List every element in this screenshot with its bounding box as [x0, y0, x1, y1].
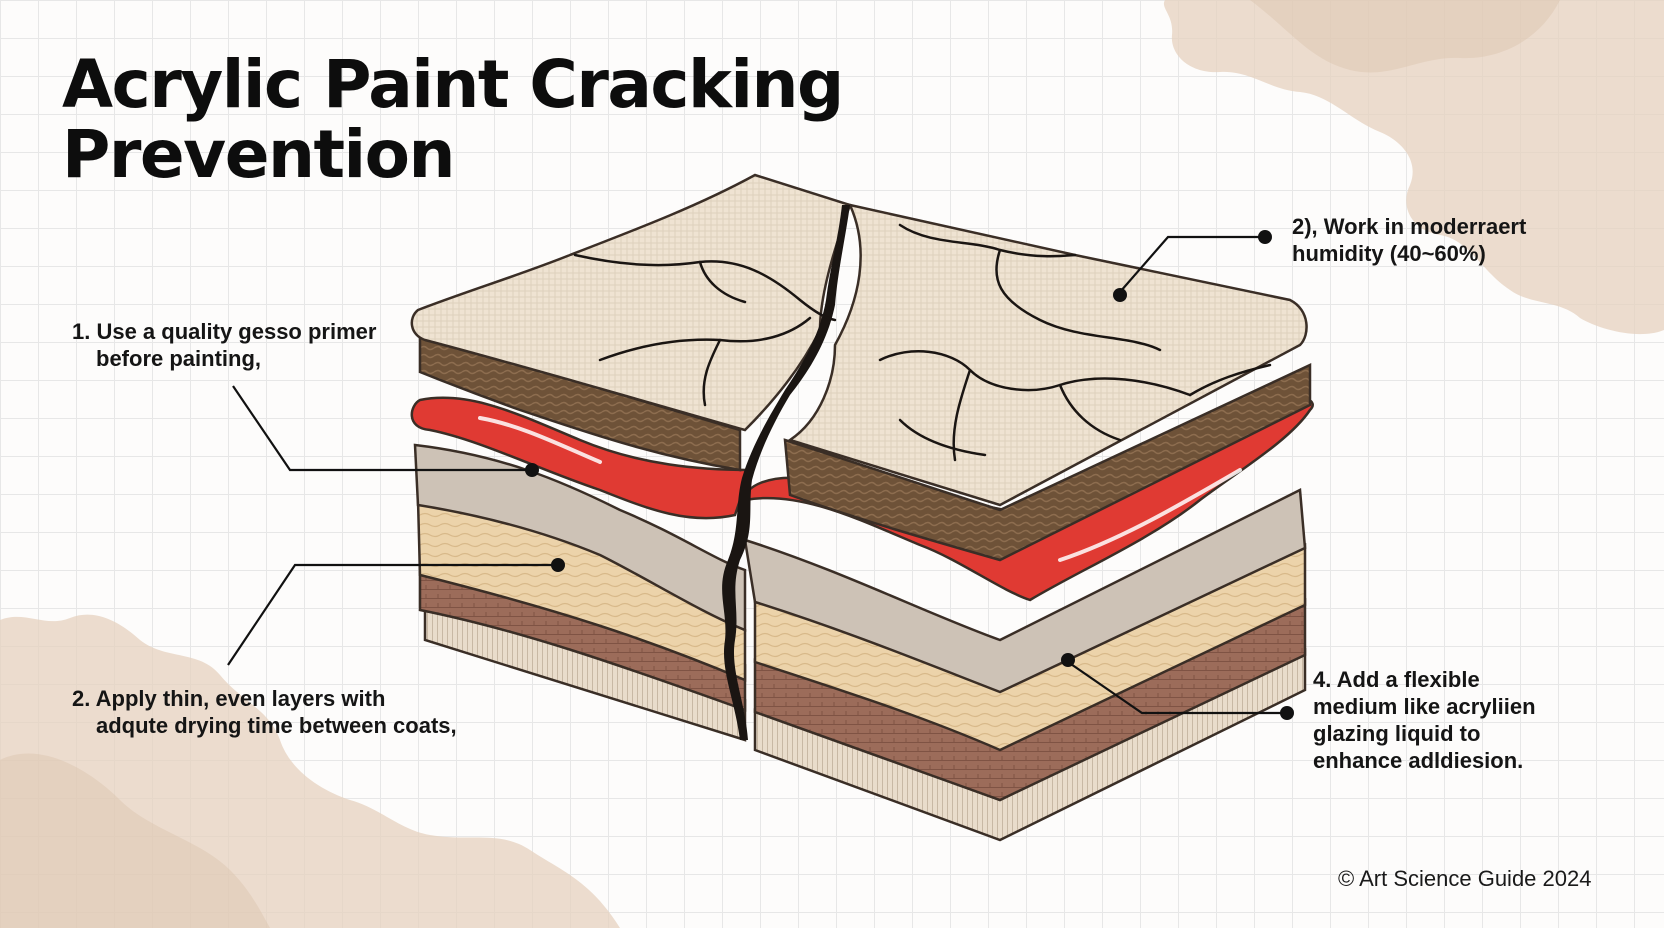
leader-dots [525, 230, 1294, 720]
callout-4-line-3: glazing liquid to [1313, 721, 1481, 746]
left-red-paint-layer [410, 396, 752, 520]
callout-1-line-2: before painting, [96, 346, 261, 371]
callout-humidity: 2), Work in moderraert humidity (40~60%) [1292, 213, 1526, 267]
right-primer-layer [743, 488, 1307, 694]
leader-dot-4-start [1061, 653, 1075, 667]
right-block [743, 203, 1314, 842]
leader-line-2 [227, 563, 556, 666]
leader-dot-4-end [1280, 706, 1294, 720]
leader-line-1 [232, 385, 530, 472]
callout-4-line-1: 4. Add a flexible [1313, 667, 1480, 692]
page-title-line-2: Prevention [62, 116, 455, 193]
leader-lines [227, 235, 1285, 715]
leader-line-4 [1067, 661, 1285, 715]
leader-dot-3-start [1113, 288, 1127, 302]
callout-flexible-medium: 4. Add a flexible medium like acryliien … [1313, 666, 1536, 774]
callout-3-line-2: humidity (40~60%) [1292, 241, 1486, 266]
leader-dot-2 [551, 558, 565, 572]
callout-4-line-4: enhance adldiesion. [1313, 748, 1524, 773]
callout-thin-layers: 2. Apply thin, even layers with adqute d… [72, 685, 457, 739]
callout-1-line-1: 1. Use a quality gesso primer [72, 319, 377, 344]
callout-gesso-primer: 1. Use a quality gesso primer before pai… [72, 318, 376, 372]
right-top-gesso-layer [787, 203, 1308, 507]
right-ground-layer [783, 363, 1312, 562]
left-primer-layer [413, 443, 747, 632]
left-ground-layer [418, 333, 742, 472]
callout-2-line-1: 2. Apply thin, even layers with [72, 686, 386, 711]
copyright-footer: © Art Science Guide 2024 [1338, 866, 1592, 891]
page-title-line-1: Acrylic Paint Cracking [62, 46, 844, 123]
surface-cracks [573, 223, 1272, 462]
leader-dot-1 [525, 463, 539, 477]
callout-4-line-2: medium like acryliien [1313, 694, 1536, 719]
page-title: Acrylic Paint Cracking Prevention [62, 46, 844, 193]
leader-dot-3-end [1258, 230, 1272, 244]
callout-2-line-2: adqute drying time between coats, [96, 713, 457, 738]
central-fissure [722, 205, 850, 740]
callout-3-line-1: 2), Work in moderraert [1292, 214, 1527, 239]
leader-line-3 [1119, 235, 1265, 293]
left-block [410, 173, 852, 742]
